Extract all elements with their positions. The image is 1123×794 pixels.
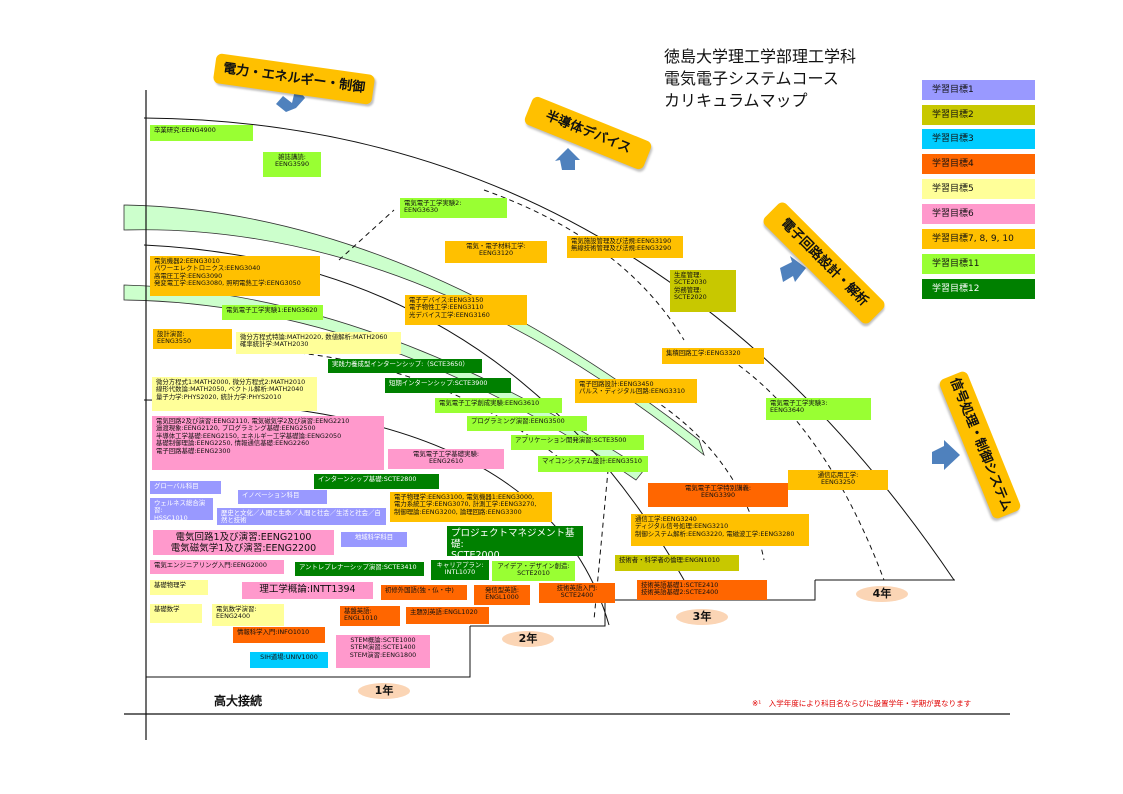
- course-box: プロジェクトマネジメント基礎: SCTE2000: [447, 526, 583, 556]
- course-box: 通信応用工学: EENG3250: [788, 470, 888, 490]
- course-box: 歴史と文化／人間と生命／人間と社会／生活と社会／自然と技術: [217, 508, 386, 525]
- course-box: 電子デバイス:EENG3150 電子物性工学:EENG3110 光デバイス工学:…: [405, 295, 527, 325]
- legend-item: 学習目標1: [922, 80, 1035, 100]
- course-box: 微分方程式1:MATH2000, 微分方程式2:MATH2010 線形代数論:M…: [152, 377, 317, 411]
- course-box: キャリアプラン: INTL1070: [431, 560, 489, 580]
- course-box: マイコンシステム設計:EENG3510: [538, 456, 648, 472]
- course-box: 電気電子工学基礎実験: EENG2610: [388, 449, 504, 469]
- title-line: 徳島大学理工学部理工学科: [664, 47, 857, 66]
- course-box: 電気電子工学創成実験:EENG3610: [435, 398, 562, 413]
- course-box: 基盤英語: ENGL1010: [340, 606, 400, 626]
- legend-item: 学習目標5: [922, 179, 1035, 199]
- year3-step: [605, 580, 816, 601]
- course-box: 微分方程式特論:MATH2020, 数値解析:MATH2060 確率統計学:MA…: [236, 332, 401, 354]
- year-3: 3年: [676, 609, 728, 625]
- course-box: 雑誌講読: EENG3590: [263, 152, 321, 177]
- year2-step: [470, 600, 606, 627]
- course-box: プログラミング演習:EENG3500: [467, 416, 587, 431]
- course-box: 技術者・科学者の倫理:ENGN1010: [615, 555, 739, 571]
- course-box: 電子物理学:EENG3100, 電気機器1:EENG3000, 電力系統工学:E…: [390, 492, 552, 522]
- course-box: アイデア・デザイン創造: SCTE2010: [492, 561, 575, 581]
- course-box: 電気回路2及び演習:EENG2110, 電気磁気学2及び演習:EENG2210 …: [152, 416, 384, 470]
- course-box: インターンシップ基礎:SCTE2800: [314, 474, 439, 489]
- year1-step: [146, 626, 471, 678]
- kodai-label: 高大接続: [214, 694, 263, 708]
- course-box: 電気電子工学特別講義: EENG3390: [648, 483, 788, 507]
- course-box: 集積回路工学:EENG3320: [662, 348, 764, 364]
- legend-item: 学習目標6: [922, 204, 1035, 224]
- course-box: SIH道場:UNIV1000: [250, 652, 328, 668]
- course-box: 実践力養成型インターンシップ:（SCTE3650）: [328, 359, 482, 373]
- course-box: 電気電子工学実験2: EENG3630: [400, 198, 507, 218]
- title-line: カリキュラムマップ: [664, 91, 808, 110]
- legend-item: 学習目標7, 8, 9, 10: [922, 229, 1035, 249]
- arrow-circuit: [780, 256, 806, 282]
- dashed-arc-2: [338, 209, 610, 621]
- course-box: 地域科学科目: [341, 532, 407, 547]
- course-box: 電気施設管理及び法規:EENG3190 無線技術管理及び法規:EENG3290: [567, 236, 683, 258]
- course-box: 基礎物理学: [150, 580, 208, 595]
- course-box: 電気電子工学実験1:EENG3620: [222, 305, 323, 320]
- course-box: ウェルネス総合演習: HSSC1010: [150, 498, 213, 520]
- legend-item: 学習目標4: [922, 154, 1035, 174]
- course-box: 電気機器2:EENG3010 パワーエレクトロニクス:EENG3040 高電圧工…: [150, 256, 320, 296]
- arrow-semi: [555, 148, 580, 170]
- course-box: 生産管理: SCTE2030 労務管理: SCTE2020: [670, 270, 736, 312]
- course-box: グローバル科目: [150, 481, 221, 494]
- course-box: イノベーション科目: [238, 490, 327, 504]
- course-box: 電気・電子材料工学: EENG3120: [445, 241, 547, 263]
- course-box: 電気回路1及び演習:EENG2100 電気磁気学1及び演習:EENG2200: [153, 530, 334, 555]
- legend-item: 学習目標12: [922, 279, 1035, 299]
- arrow-signal: [932, 440, 960, 470]
- course-box: 通信工学:EENG3240 ディジタル信号処理:EENG3210 制御システム解…: [631, 514, 809, 546]
- course-box: 電子回路設計:EENG3450 パルス・ディジタル回路:EENG3310: [575, 379, 697, 403]
- course-box: 主題別英語:ENGL1020: [406, 607, 489, 624]
- legend-item: 学習目標3: [922, 129, 1035, 149]
- course-box: 電気エンジニアリング入門:EENG2000: [150, 560, 284, 574]
- page-title: 徳島大学理工学部理工学科 電気電子システムコース カリキュラムマップ: [664, 46, 856, 112]
- legend-item: 学習目標2: [922, 105, 1035, 125]
- year-1: 1年: [358, 683, 410, 699]
- year-2: 2年: [502, 631, 554, 647]
- arc-3rd-outer: [143, 244, 685, 581]
- course-box: 技術英語入門: SCTE2400: [539, 583, 615, 603]
- course-box: 設計演習: EENG3550: [153, 329, 232, 349]
- course-box: 理工学概論:INTT1394: [242, 582, 373, 599]
- course-box: アントレプレナーシップ演習:SCTE3410: [295, 562, 424, 576]
- course-box: 電気数学演習: EENG2400: [212, 604, 284, 626]
- course-box: 情報科学入門:INFO1010: [233, 627, 325, 643]
- legend-item: 学習目標11: [922, 254, 1035, 274]
- course-box: 卒業研究:EENG4900: [150, 125, 253, 141]
- course-box: アプリケーション開発演習:SCTE3500: [511, 435, 644, 450]
- course-box: 短期インターンシップ:SCTE3900: [385, 378, 511, 393]
- course-box: 電気電子工学実験3: EENG3640: [766, 398, 871, 420]
- year-4: 4年: [856, 586, 908, 602]
- course-box: 基礎数学: [150, 604, 202, 623]
- course-box: 初修外国語(独・仏・中): [381, 585, 467, 600]
- course-box: STEM概論:SCTE1000 STEM演習:SCTE1400 STEM演習:E…: [336, 635, 430, 668]
- arc-4th-outer: [143, 117, 955, 581]
- footnote: ※¹ 入学年度により科目名ならびに設置学年・学期が異なります: [752, 699, 972, 708]
- green-band-upper: [123, 204, 705, 457]
- course-box: 技術英語基礎1:SCTE2410 技術英語基礎2:SCTE2400: [637, 580, 767, 600]
- course-box: 発信型英語: ENGL1000: [474, 585, 530, 605]
- title-line: 電気電子システムコース: [664, 69, 839, 88]
